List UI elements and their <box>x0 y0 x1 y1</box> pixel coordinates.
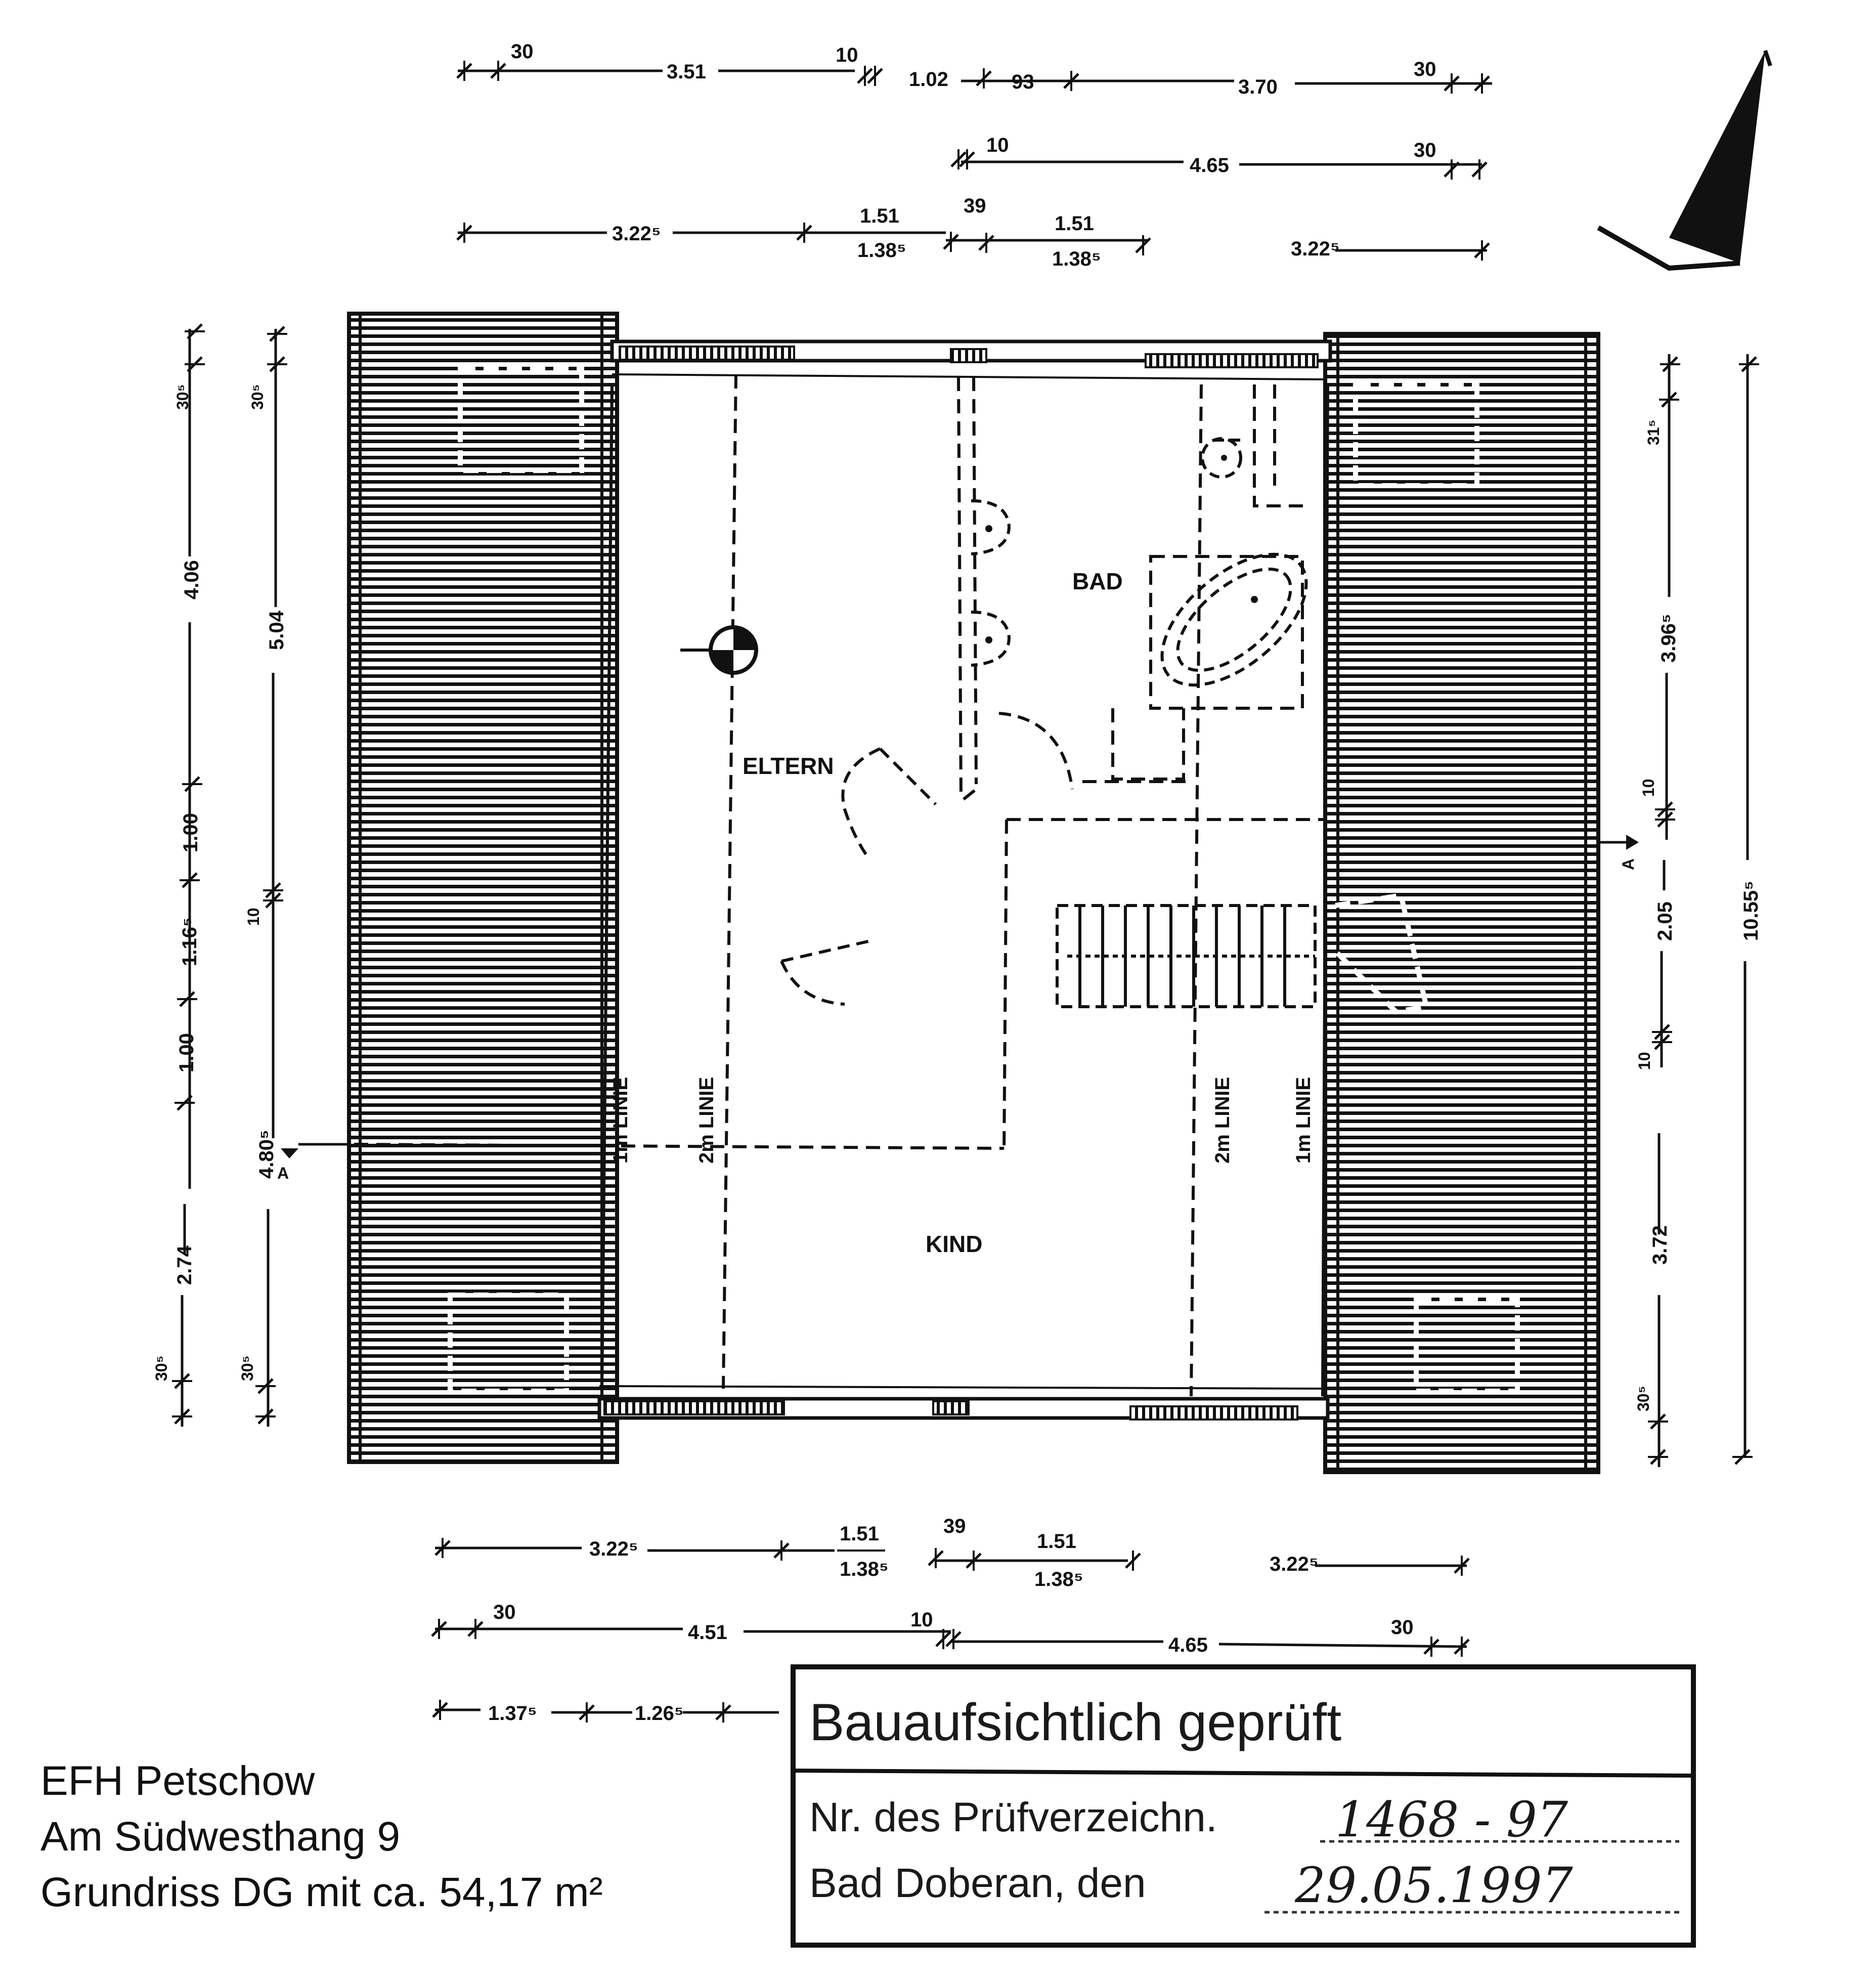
dim-label: 10 <box>986 134 1009 156</box>
roof-windows <box>603 346 1319 1421</box>
bathroom-fixtures <box>971 437 1308 687</box>
drain-icon <box>1251 596 1258 603</box>
stamp-date-value: 29.05.1997 <box>1294 1857 1573 1914</box>
dim-label: 4.06 <box>181 560 203 599</box>
dim-label: 39 <box>964 195 986 217</box>
dim-label: 1.51 <box>860 205 899 227</box>
dim-label: 1.51 <box>1055 212 1094 235</box>
line-label-1m-right: 1m LINIE <box>1292 1077 1315 1164</box>
dim-label: 30⁵ <box>152 1355 170 1381</box>
stamp-place-date-label: Bad Doberan, den <box>809 1860 1146 1906</box>
dim-label: 30 <box>1391 1616 1414 1639</box>
drain-icon <box>1221 455 1227 461</box>
dim-label: 31⁵ <box>1644 419 1663 445</box>
line-label-1m-left: 1m LINIE <box>609 1077 632 1164</box>
dim-label: 93 <box>1012 71 1034 93</box>
dim-label: 1.16⁵ <box>179 917 201 966</box>
dim-label: 1.38⁵ <box>857 239 906 262</box>
dim-label: 10 <box>910 1609 933 1631</box>
dim-label: 1.00 <box>176 1033 198 1072</box>
room-label-kind: KIND <box>926 1231 982 1257</box>
dim-label: 1.00 <box>180 813 202 852</box>
dim-label: 1.02 <box>909 68 948 91</box>
caption-description: Grundriss DG mit ca. 54,17 m² <box>40 1869 603 1915</box>
dim-label: 30 <box>511 40 534 63</box>
dim-label: 2.05 <box>1654 901 1676 941</box>
dim-label: 30⁵ <box>248 384 267 410</box>
north-arrow-icon <box>1597 50 1772 271</box>
one-meter-lines <box>600 384 1329 1397</box>
dim-label: 4.51 <box>688 1621 727 1644</box>
line-label-2m-left: 2m LINIE <box>695 1077 718 1164</box>
dim-label: 30⁵ <box>1634 1386 1652 1411</box>
bottom-dimension-row-2: 30 4.51 10 4.65 30 <box>432 1601 1469 1657</box>
dim-label: 30 <box>1414 58 1436 80</box>
dim-label: 30⁵ <box>173 384 192 410</box>
dim-label: 3.70 <box>1238 76 1278 98</box>
dim-label: 30⁵ <box>238 1355 256 1381</box>
dim-label: 1.37⁵ <box>488 1702 537 1725</box>
approval-stamp: Bauaufsichtlich geprüft Nr. des Prüfverz… <box>791 1664 1696 1948</box>
section-marker-label: A <box>1619 858 1637 870</box>
dim-label: 10 <box>836 44 858 66</box>
dim-label: 1.38⁵ <box>1052 248 1101 270</box>
dim-label: 30 <box>1414 139 1436 161</box>
drain-icon <box>985 636 992 643</box>
room-label-eltern: ELTERN <box>743 753 834 779</box>
dim-label: 10.55⁵ <box>1740 881 1762 941</box>
dim-label: 3.96⁵ <box>1657 614 1680 663</box>
dim-label: 10 <box>1635 1052 1653 1070</box>
dim-label: 3.22⁵ <box>1291 238 1340 260</box>
dim-label: 2.74 <box>173 1245 196 1285</box>
dim-label: 10 <box>244 908 263 926</box>
dim-label: 3.22⁵ <box>589 1538 638 1560</box>
section-marker-left: A <box>277 1143 354 1182</box>
stamp-reference-label: Nr. des Prüfverzeichn. <box>809 1794 1217 1840</box>
dim-label: 1.38⁵ <box>840 1558 889 1580</box>
dim-label: 4.80⁵ <box>255 1130 278 1179</box>
left-inner-dimension-column: 30⁵ 5.04 10 4.80⁵ 30⁵ <box>238 327 288 1427</box>
stamp-title: Bauaufsichtlich geprüft <box>809 1693 1341 1752</box>
bottom-dimension-row-1: 3.22⁵ 1.51 1.38⁵ 39 1.51 1.38⁵ 3.22⁵ <box>435 1515 1469 1590</box>
room-label-bad: BAD <box>1072 568 1123 594</box>
section-marker-label: A <box>277 1164 289 1182</box>
caption-project: EFH Petschow <box>40 1758 315 1804</box>
right-inner-dimension-column: 31⁵ 3.96⁵ 10 2.05 10 3.72 30⁵ <box>1634 354 1680 1467</box>
dim-label: 3.51 <box>667 61 706 83</box>
top-dimension-row-1: 30 3.51 10 1.02 93 3.70 30 <box>457 40 1492 98</box>
doors <box>780 712 1074 1006</box>
dim-label: 3.72 <box>1649 1225 1671 1265</box>
dim-label: 30 <box>493 1601 516 1623</box>
top-dimension-row-3: 3.22⁵ 1.51 1.38⁵ 39 1.51 1.38⁵ 3.22⁵ <box>457 195 1489 270</box>
staircase <box>1056 904 1317 1008</box>
dormer-left <box>347 312 619 1464</box>
line-label-2m-right: 2m LINIE <box>1211 1077 1234 1164</box>
top-dimension-row-2: 10 4.65 30 <box>951 134 1487 180</box>
dim-label: 3.22⁵ <box>1270 1553 1319 1575</box>
stamp-reference-value: 1468 - 97 <box>1335 1791 1568 1848</box>
dim-label: 1.26⁵ <box>635 1702 684 1725</box>
left-outer-dimension-column: 30⁵ 4.06 1.00 1.16⁵ 1.00 2.74 30⁵ <box>152 324 205 1427</box>
dim-label: 4.65 <box>1168 1634 1208 1656</box>
dim-label: 1.38⁵ <box>1034 1568 1083 1590</box>
dim-label: 3.22⁵ <box>612 223 661 245</box>
dormer-right <box>1323 332 1600 1474</box>
ventilation-shaft-icon <box>680 625 758 675</box>
dim-label: 4.65 <box>1190 154 1229 177</box>
drain-icon <box>985 525 992 532</box>
dim-label: 1.51 <box>840 1523 879 1545</box>
right-outer-dimension-column: 10.55⁵ <box>1732 354 1762 1464</box>
dim-label: 1.51 <box>1037 1530 1076 1553</box>
dim-label: 10 <box>1639 779 1657 797</box>
dim-label: 39 <box>943 1515 966 1537</box>
dim-label: 5.04 <box>266 610 288 650</box>
caption-address: Am Südwesthang 9 <box>40 1814 401 1860</box>
bottom-dimension-row-3: 1.37⁵ 1.26⁵ <box>433 1700 779 1725</box>
interior-dashed-lines <box>354 374 1325 1397</box>
